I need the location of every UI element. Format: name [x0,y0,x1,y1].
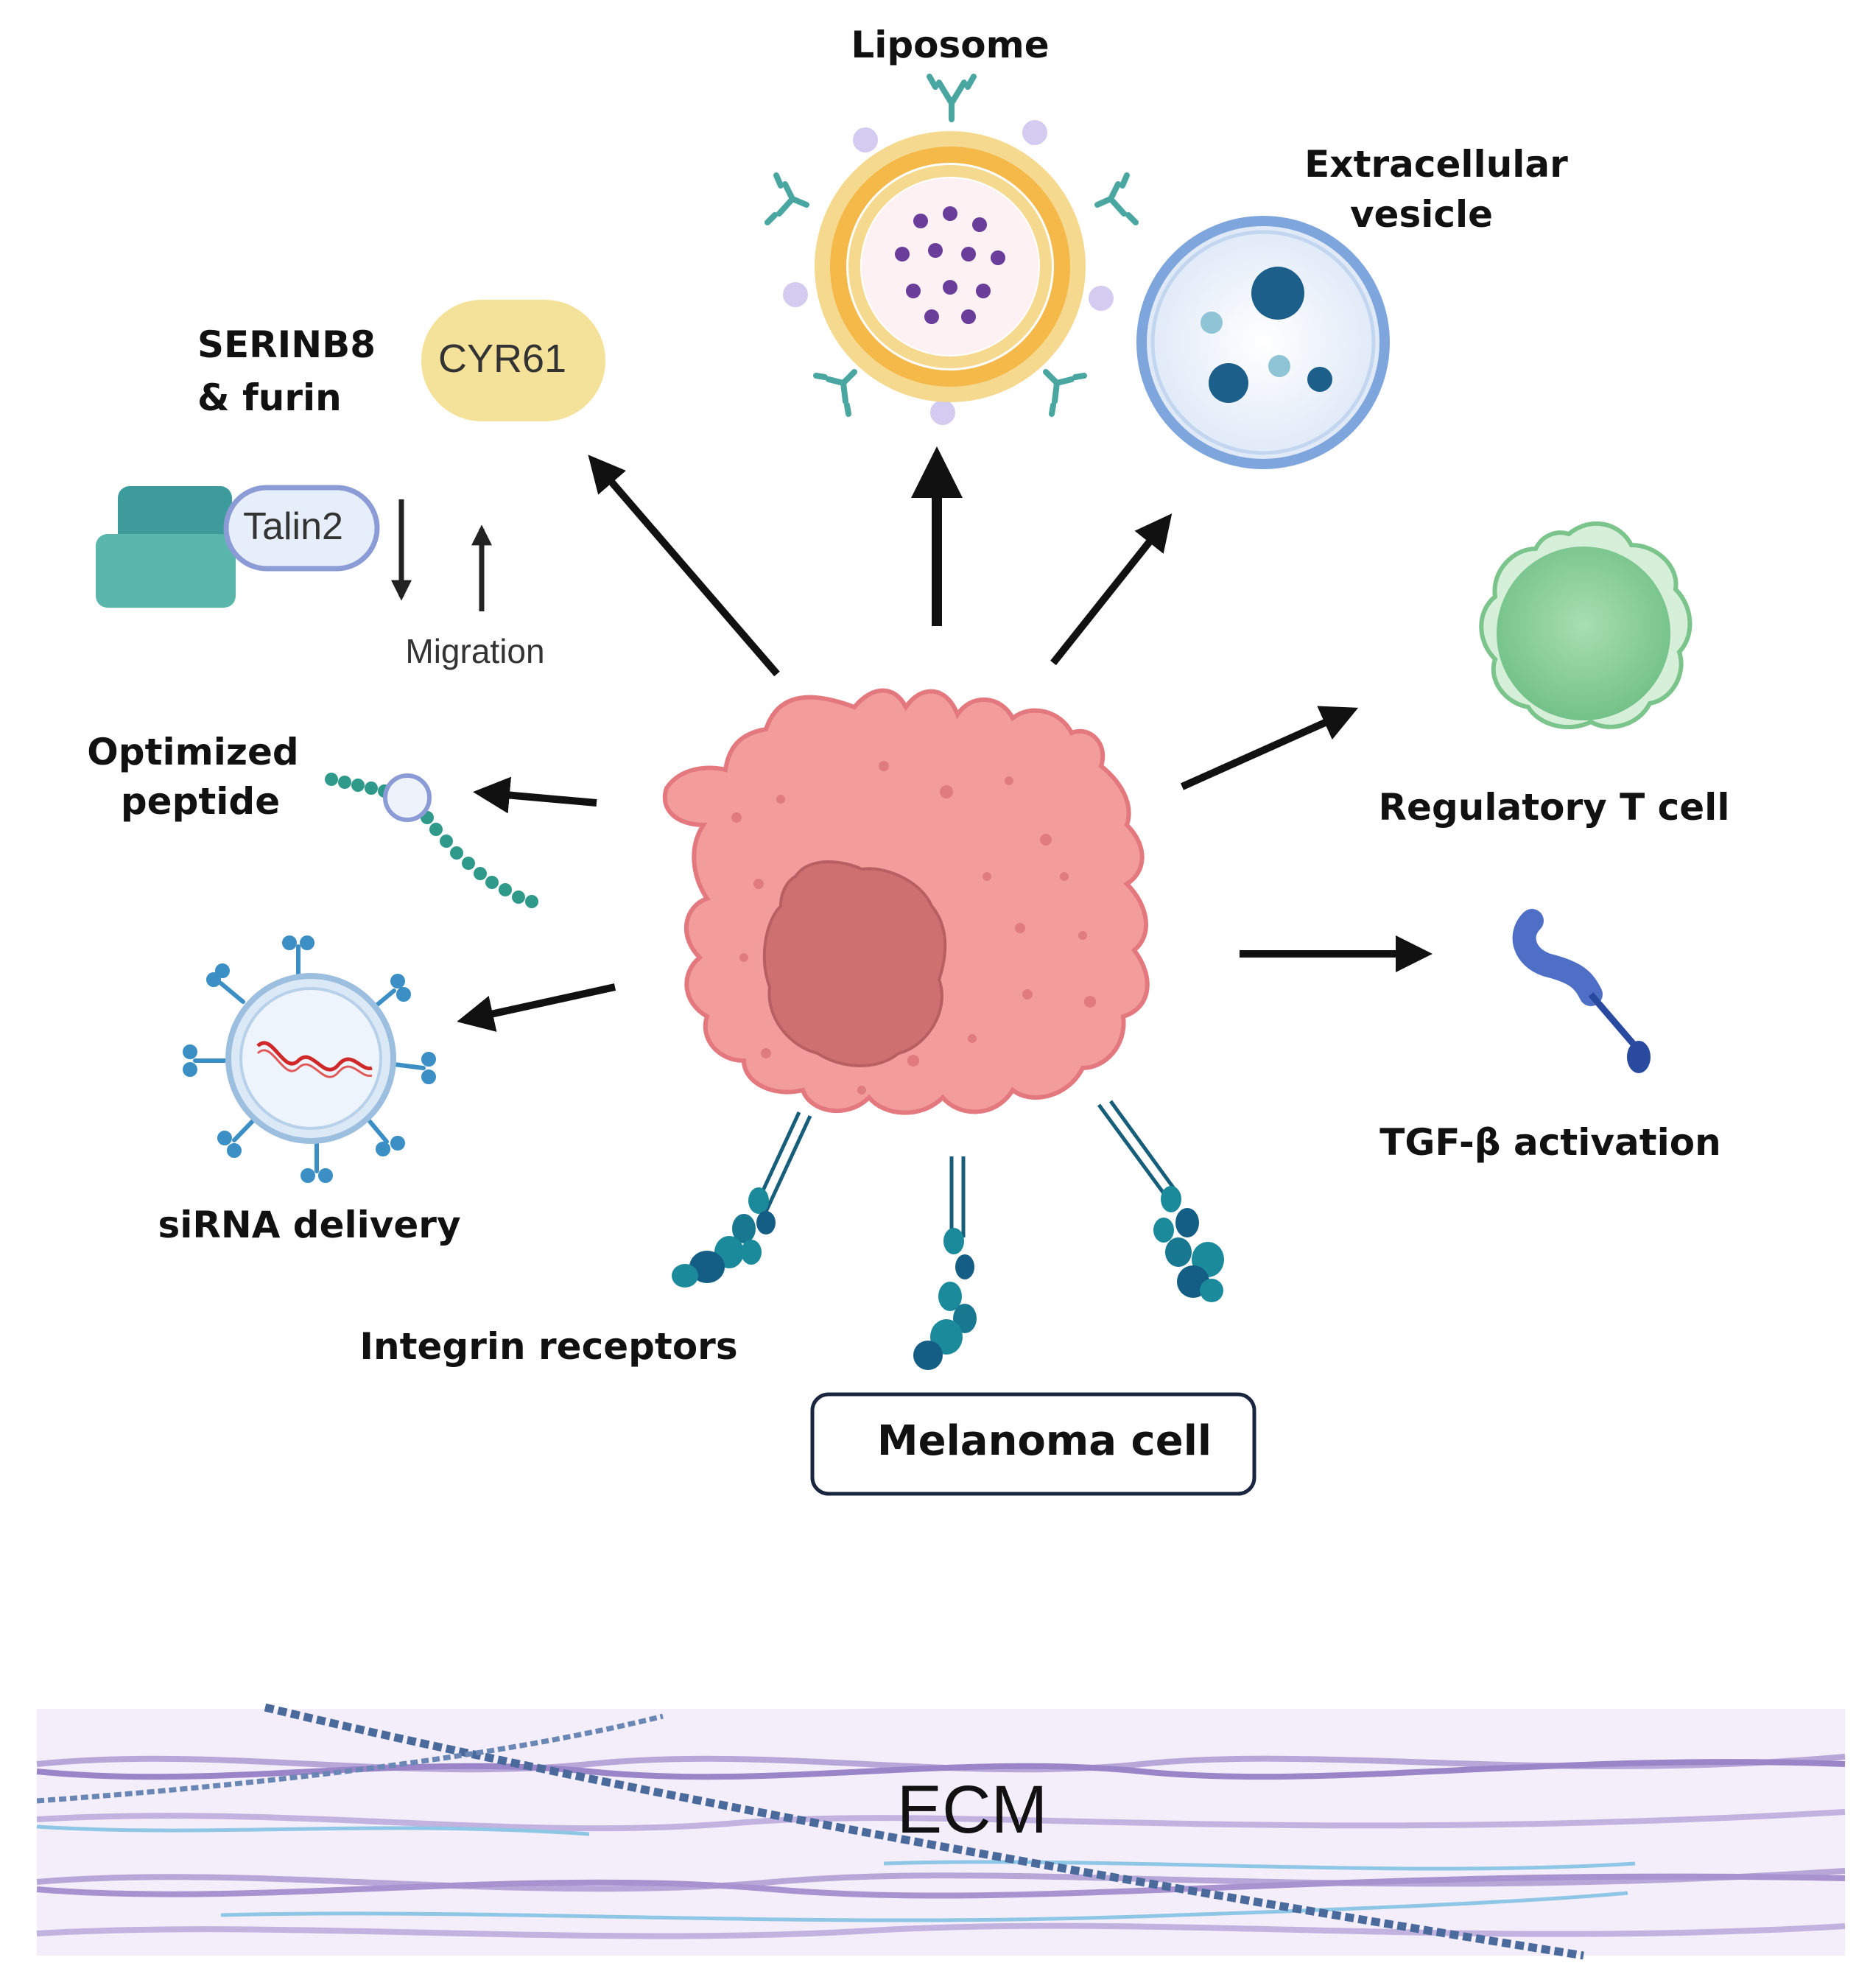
integrin-receptor-middle [913,1156,977,1370]
liposome-core [862,178,1038,355]
liposome-inner-ring [848,165,1052,368]
sirna-ligands [183,935,436,1183]
treg-nucleus [1497,547,1670,720]
cyr61-label: CYR61 [438,337,566,381]
ev-cargo-small [1307,367,1332,392]
integrin-tail-light [96,534,236,608]
liposome-peg [783,120,1114,425]
sirna-strand [256,1041,373,1072]
ev-cargo-large [1251,267,1304,320]
extracellular-vesicle [1136,216,1390,469]
arrow-to-extracellular-vesicle [1050,513,1173,666]
serinb8-label-line2: & furin [197,376,342,419]
integrin-receptors-label: Integrin receptors [359,1325,737,1368]
tgf-beta-label: TGF-β activation [1379,1121,1720,1164]
peptide-bead [383,773,432,822]
liposome-bilayer [830,147,1070,387]
arrow-to-treg [1180,706,1359,790]
serinb8-label-line1: SERINB8 [197,323,376,366]
liposome-cargo [895,206,1005,324]
optimized-peptide-label-line1: Optimized [87,731,298,773]
regulatory-t-cell [1479,521,1693,729]
ev-membrane [1136,216,1390,469]
optimized-peptide-label-line2: peptide [121,780,280,823]
ecm-band: ECM [36,1703,1846,1960]
melanoma-granules [731,761,1096,1095]
melanoma-cell-label-box: Melanoma cell [810,1392,1256,1496]
extracellular-vesicle-label-line1: Extracellular [1304,143,1568,186]
arrow-to-peptide [473,776,597,814]
arrow-to-sirna [457,983,616,1032]
talin2-pill [223,485,380,572]
arrows [391,446,1433,1032]
liposome [764,74,1139,425]
integrin-receptor-right [1097,1100,1224,1302]
migration-label: Migration [405,632,544,670]
melanoma-cell [663,688,1150,1115]
cyr61-protein: CYR61 [421,300,605,421]
extracellular-vesicle-label-line2: vesicle [1350,193,1493,236]
melanoma-cell-label: Melanoma cell [877,1417,1212,1465]
regulatory-t-cell-label: Regulatory T cell [1379,786,1730,829]
sirna-nanoparticle [183,935,436,1183]
talin2-label: Talin2 [243,505,343,548]
ecm-fibers [36,1703,1846,1960]
ecm-label: ECM [897,1772,1047,1847]
ev-cargo-medium [1209,363,1248,403]
tgfb-tail [1627,1041,1651,1073]
tgfb-head [1512,909,1603,1006]
melanoma-nucleus [762,860,947,1067]
optimized-peptide [325,773,538,908]
liposome-label: Liposome [851,24,1049,66]
sirna-delivery-label: siRNA delivery [158,1204,460,1246]
tgf-beta-molecule [1512,909,1651,1073]
liposome-outer-ring [815,131,1086,402]
arrow-to-cyr61 [588,454,780,677]
integrin-receptor-left [672,1111,812,1288]
liposome-ligands [764,74,1139,417]
talin2-complex: Talin2 [96,485,380,608]
integrin-receptors [672,1100,1224,1370]
tgfb-stalk [1588,992,1638,1048]
